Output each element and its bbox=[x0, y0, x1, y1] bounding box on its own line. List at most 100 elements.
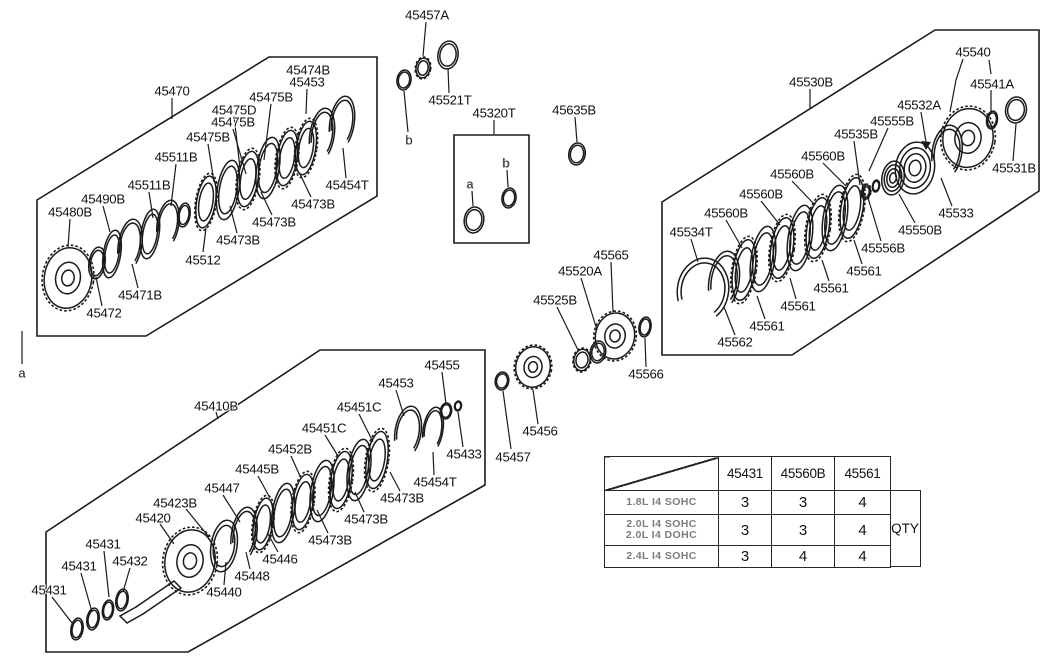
part-gear bbox=[862, 186, 870, 198]
part-label: 45473B bbox=[344, 512, 388, 527]
part-label: 45455 bbox=[424, 358, 459, 373]
quantity-table: 45431 45560B 45561 1.8L I4 SOHC 3 3 4 2.… bbox=[604, 456, 891, 568]
part-gear bbox=[368, 438, 386, 482]
ref-letter-label: a bbox=[18, 366, 26, 381]
part-ring bbox=[346, 438, 372, 502]
part-label: 45431 bbox=[85, 537, 120, 552]
part-label: 45447 bbox=[204, 481, 239, 496]
part-ring bbox=[821, 184, 849, 252]
part-ring bbox=[638, 316, 652, 338]
part-ring bbox=[440, 403, 452, 419]
leader-line bbox=[358, 413, 374, 443]
part-ring bbox=[567, 142, 587, 166]
part-label: 45431 bbox=[31, 583, 66, 598]
part-ring bbox=[215, 159, 241, 221]
qty-unit-label: QTY bbox=[890, 490, 921, 567]
engine-cell: 2.4L I4 SOHC bbox=[604, 545, 719, 568]
part-gear bbox=[197, 182, 215, 222]
shaft-line bbox=[173, 580, 182, 589]
part-label: 45535B bbox=[834, 127, 878, 142]
leader-line bbox=[290, 455, 301, 477]
part-label: 45512 bbox=[185, 253, 220, 268]
part-label: 45490B bbox=[81, 192, 125, 207]
part-label: 45473B bbox=[252, 215, 296, 230]
part-ring bbox=[1006, 98, 1026, 122]
part-cring bbox=[421, 406, 445, 454]
part-ring bbox=[589, 340, 607, 364]
assembly-box-input-shaft bbox=[45, 349, 486, 653]
part-ring bbox=[209, 519, 239, 573]
part-cring bbox=[710, 254, 738, 308]
table-row: 2.0L I4 SOHC 2.0L I4 DOHC 3 3 4 bbox=[604, 514, 891, 546]
engine-cell: 2.0L I4 SOHC 2.0L I4 DOHC bbox=[604, 514, 719, 546]
part-label: 45532A bbox=[897, 98, 941, 113]
part-label: 45556B bbox=[861, 241, 905, 256]
part-label: 45635B bbox=[552, 103, 596, 118]
shaft-line bbox=[126, 613, 144, 624]
part-ring bbox=[71, 619, 83, 639]
leader-line bbox=[556, 306, 579, 351]
part-label: 45533 bbox=[938, 206, 973, 221]
leader-line bbox=[791, 180, 816, 206]
part-cring bbox=[676, 257, 730, 323]
part-gear bbox=[195, 175, 217, 229]
part-drum bbox=[513, 344, 553, 390]
part-drum bbox=[43, 247, 93, 309]
assembly-box-rear-clutch bbox=[661, 29, 1040, 356]
leader-line bbox=[644, 337, 647, 368]
leader-line bbox=[920, 111, 927, 143]
part-label: 45555B bbox=[870, 114, 914, 129]
part-ring bbox=[311, 465, 333, 517]
part-ring bbox=[396, 69, 412, 91]
part-gear bbox=[805, 196, 831, 260]
part-cring bbox=[930, 124, 964, 180]
leader-line bbox=[207, 143, 215, 183]
part-drum bbox=[939, 105, 997, 171]
part-label: 45561 bbox=[749, 319, 784, 334]
part-gear bbox=[575, 351, 589, 369]
part-cring bbox=[308, 107, 336, 163]
part-ring bbox=[437, 40, 459, 70]
part-ring bbox=[101, 599, 115, 621]
part-gear bbox=[572, 347, 592, 373]
part-spring bbox=[894, 141, 936, 195]
part-label: 45452B bbox=[268, 442, 312, 457]
part-label: 45420 bbox=[135, 511, 170, 526]
diagonal-header-cell bbox=[604, 456, 719, 491]
leader-line bbox=[316, 509, 329, 534]
part-label: 45531B bbox=[992, 161, 1036, 176]
part-label: 45445B bbox=[235, 462, 279, 477]
leader-line bbox=[432, 451, 435, 476]
leader-line bbox=[159, 523, 175, 545]
leader-line bbox=[245, 551, 251, 570]
part-cring bbox=[118, 222, 142, 268]
part-drum bbox=[41, 244, 95, 312]
leader-line bbox=[949, 58, 964, 113]
part-cring bbox=[423, 409, 443, 451]
part-ring bbox=[463, 206, 485, 234]
part-label: 45432 bbox=[112, 554, 147, 569]
part-label: 45525B bbox=[533, 293, 577, 308]
part-ring bbox=[872, 180, 880, 192]
leader-line bbox=[690, 238, 699, 263]
part-ring bbox=[439, 43, 457, 67]
part-gear bbox=[327, 447, 355, 513]
leader-line bbox=[853, 239, 863, 265]
table-header-row: 45431 45560B 45561 bbox=[604, 456, 891, 491]
part-label: 45560B bbox=[770, 167, 814, 182]
qty-cell: 4 bbox=[771, 545, 835, 568]
part-ring bbox=[495, 373, 509, 389]
part-cring bbox=[933, 128, 961, 176]
part-label: 45320T bbox=[473, 106, 516, 121]
part-label: 45561 bbox=[780, 299, 815, 314]
leader-line bbox=[324, 434, 339, 457]
part-label: 45560B bbox=[739, 187, 783, 202]
part-ring bbox=[348, 444, 370, 496]
leader-line bbox=[506, 169, 509, 188]
shaft-line bbox=[135, 580, 175, 608]
part-gear bbox=[329, 450, 353, 510]
part-label: 45454T bbox=[414, 475, 457, 490]
part-gear bbox=[332, 458, 350, 502]
assembly-box-front-clutch bbox=[36, 56, 378, 337]
part-label: 45520A bbox=[558, 264, 602, 279]
